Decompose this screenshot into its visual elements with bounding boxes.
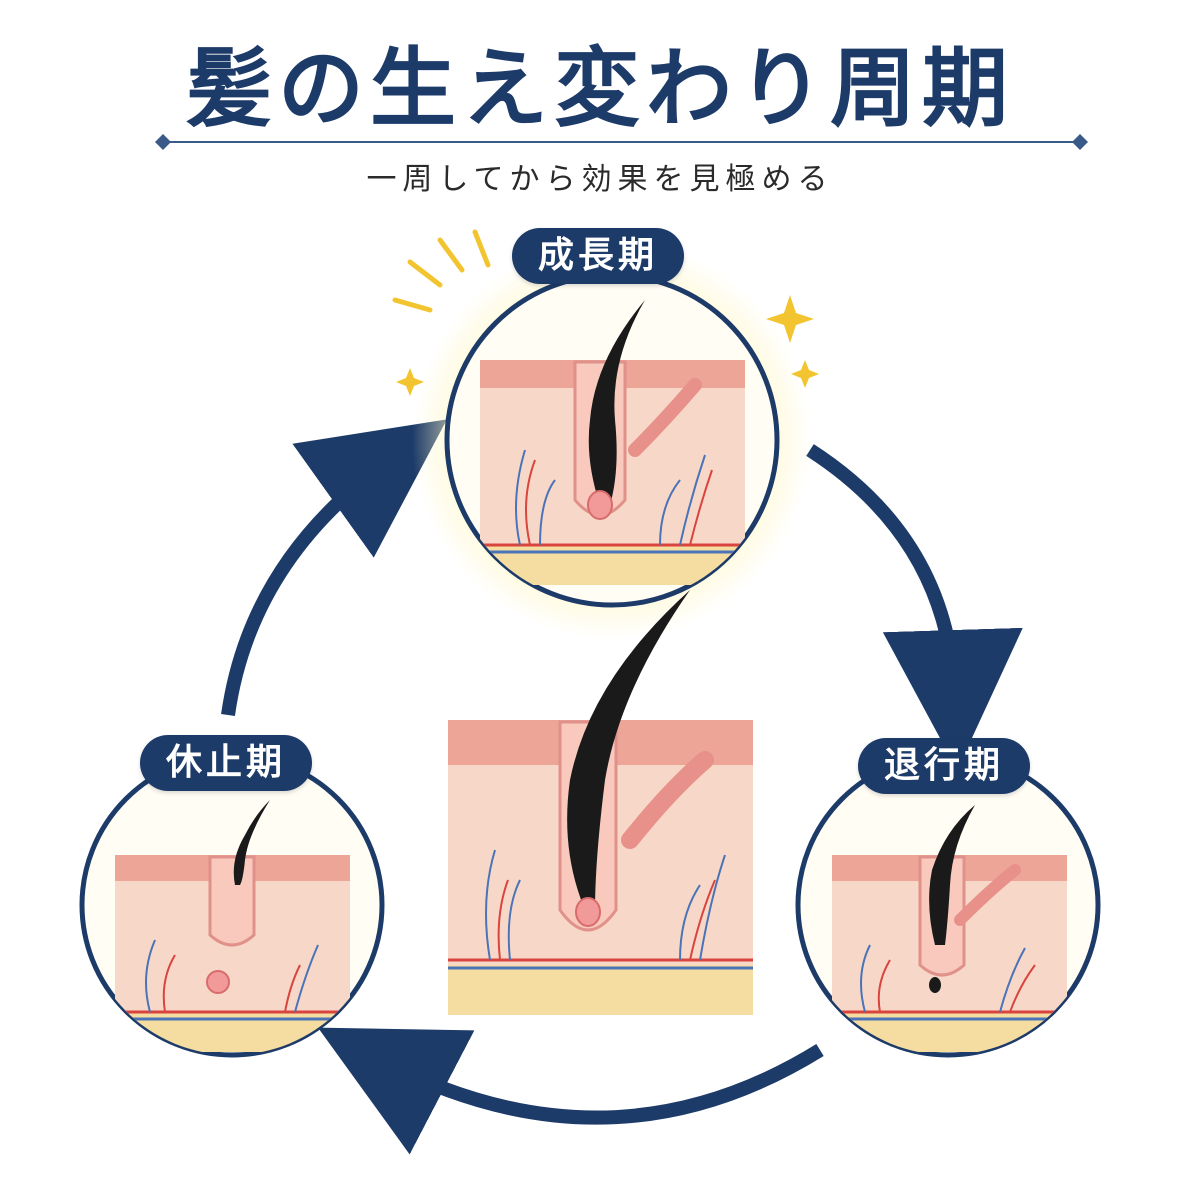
arrow-resting-to-growth xyxy=(221,419,447,716)
label-regression-phase: 退行期 xyxy=(858,738,1031,794)
page-subtitle: 一周してから効果を見極める xyxy=(366,162,834,197)
arrow-regression-to-resting xyxy=(317,1027,824,1155)
sparkle-star-icon xyxy=(791,360,819,388)
page-title: 髪の生え変わり周期 xyxy=(186,38,1014,139)
label-resting-phase: 休止期 xyxy=(140,735,313,791)
arrow-growth-to-regression xyxy=(806,444,1023,770)
cycle-arrows xyxy=(221,419,1023,1155)
sparkle-lines xyxy=(392,229,491,313)
regression-illustration xyxy=(795,752,1101,1058)
resting-illustration xyxy=(79,752,385,1058)
sparkle-star-icon xyxy=(396,368,424,396)
label-growth-phase: 成長期 xyxy=(512,228,685,284)
center-skin-cross-section xyxy=(448,590,753,1015)
title-divider xyxy=(155,134,1088,150)
growth-illustration xyxy=(444,272,780,608)
sparkle-star-icon xyxy=(766,295,814,343)
